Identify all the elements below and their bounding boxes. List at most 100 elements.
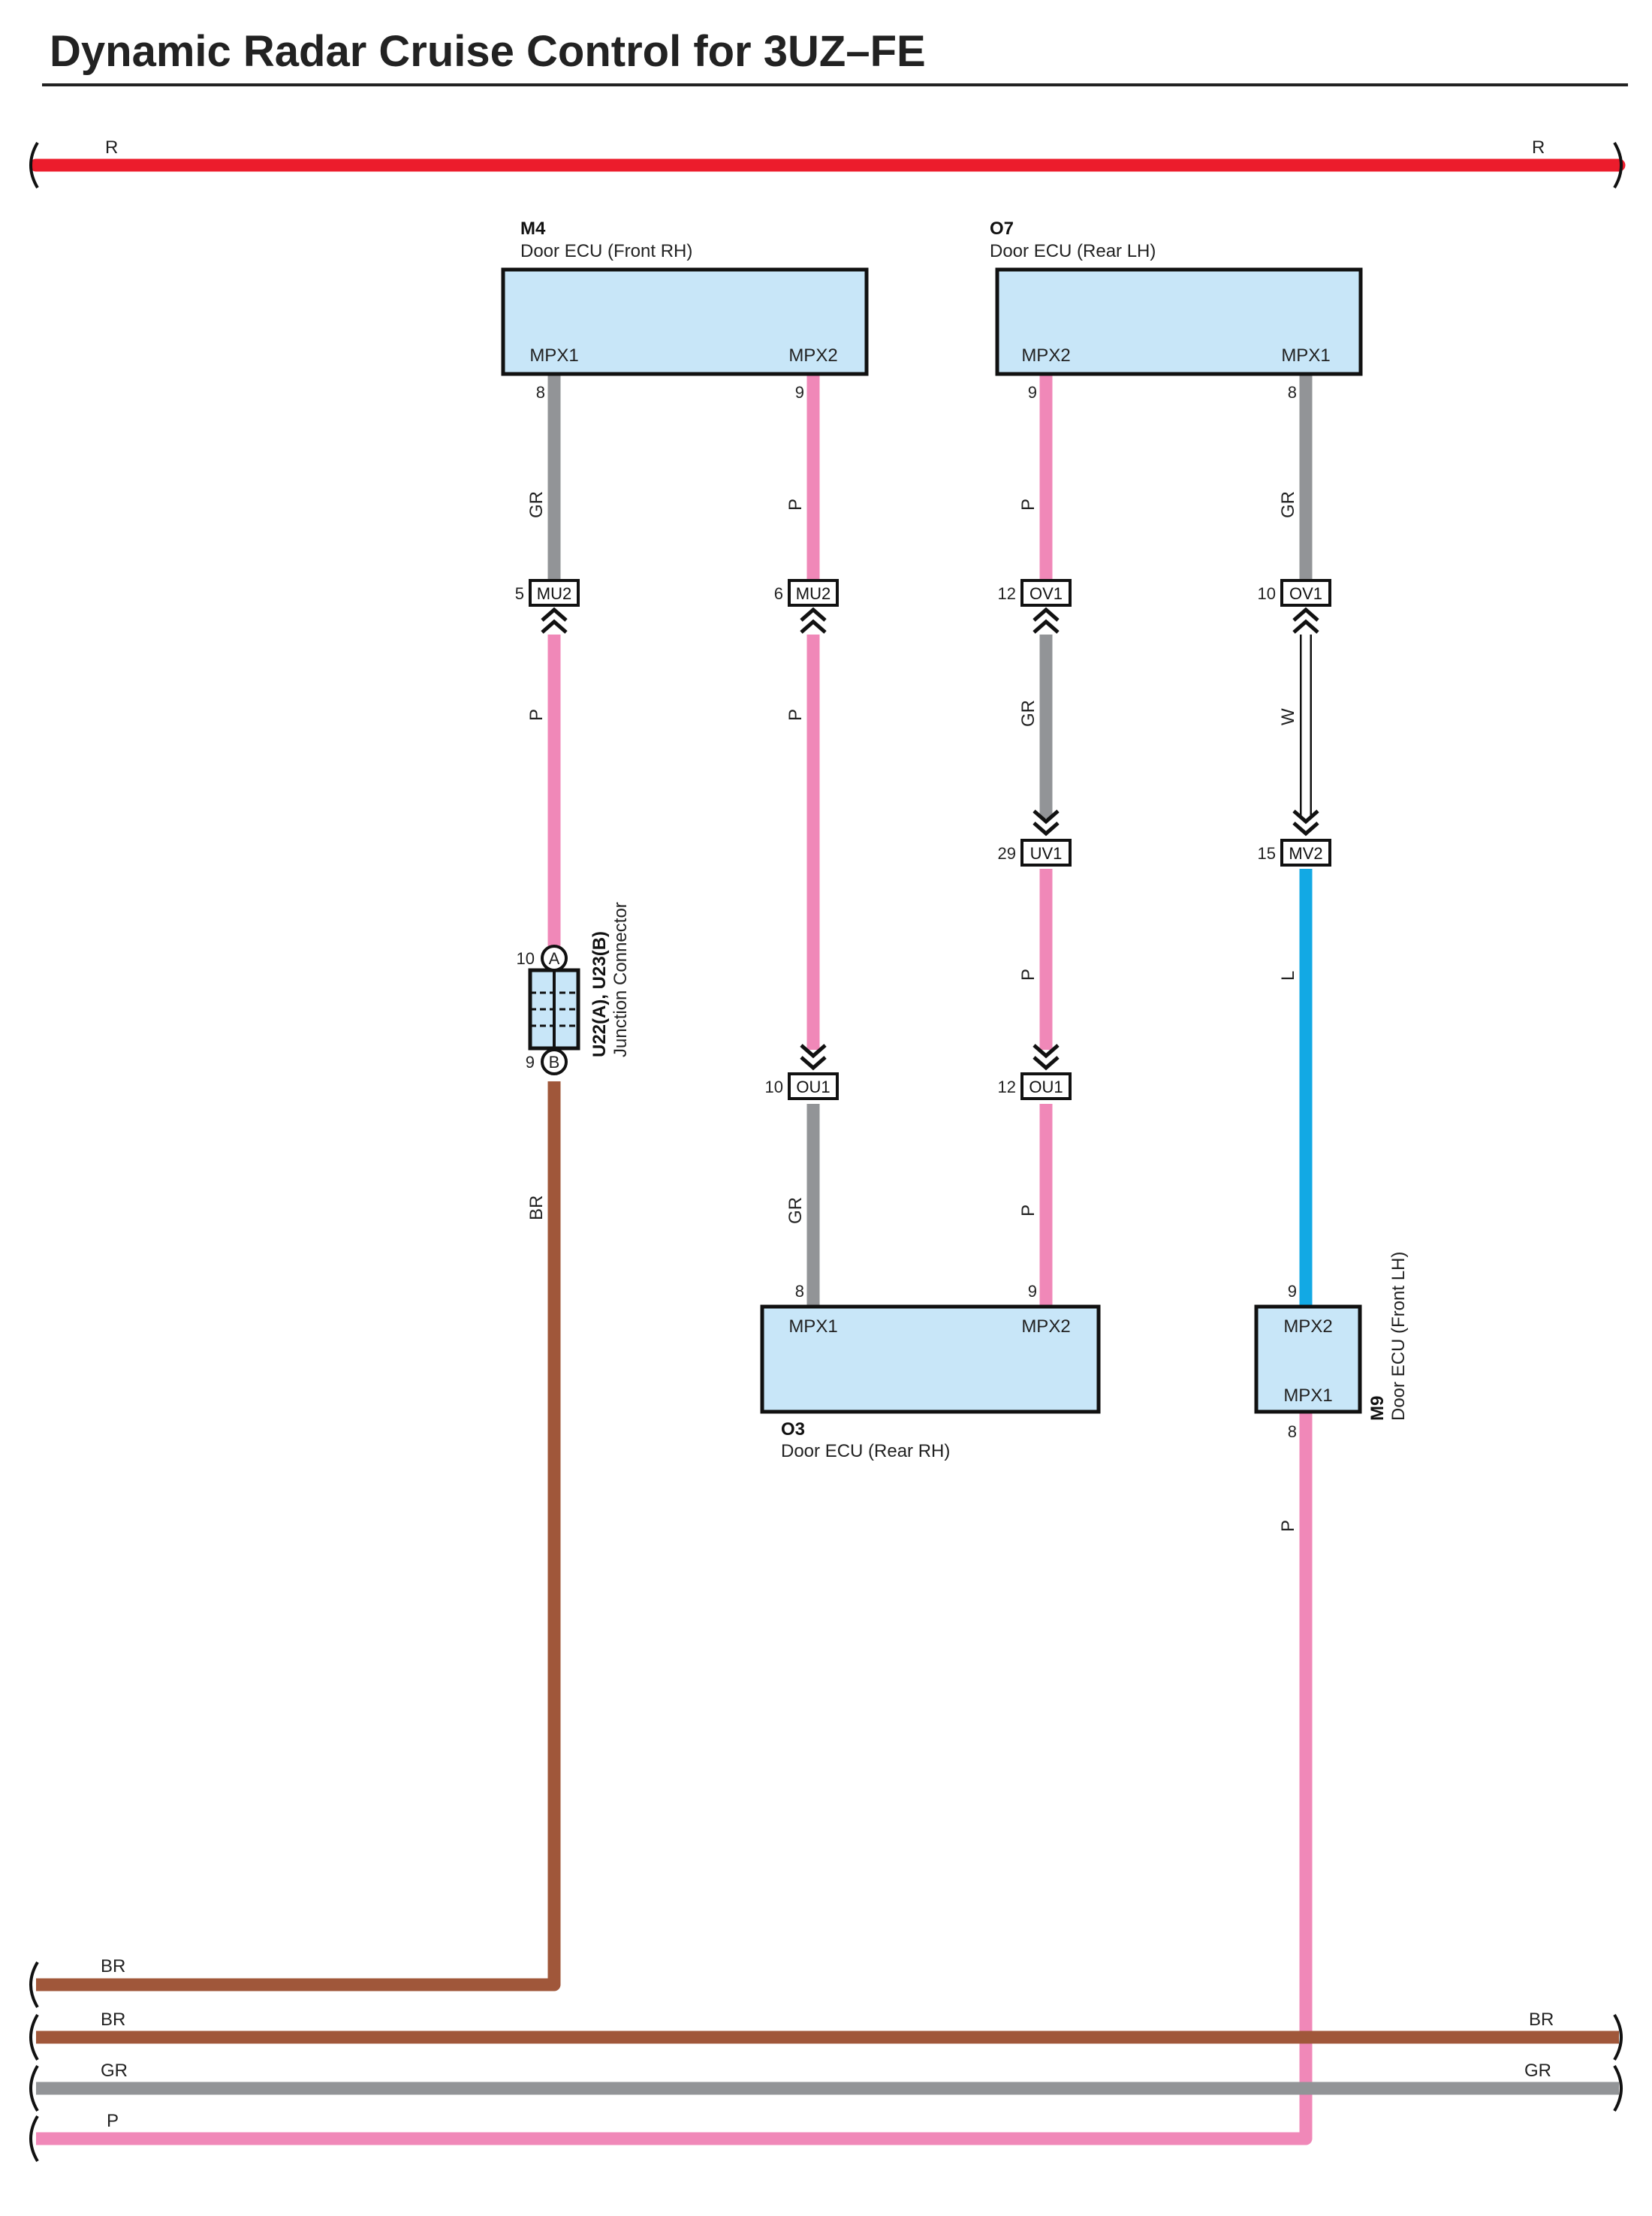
- wire-label-c1-bot: BR: [526, 1195, 547, 1220]
- ecu-o7-pin-left: MPX2: [1021, 345, 1070, 366]
- wire-label-c2-bot: GR: [785, 1197, 806, 1224]
- ecu-m4-pin-right: MPX2: [788, 345, 837, 366]
- connector-mv2-pin: 15: [1258, 844, 1276, 863]
- chevron-up-icon: [1032, 607, 1060, 634]
- connector-mu2-b-name: MU2: [796, 584, 831, 603]
- ecu-m4-code: M4: [520, 219, 546, 239]
- connector-ov1-a-name: OV1: [1029, 584, 1063, 603]
- connector-mv2: MV2 15: [1258, 810, 1331, 867]
- junction-code: U22(A), U23(B): [589, 931, 610, 1057]
- ecu-m4-box: [501, 267, 869, 376]
- ecu-m9-pin-top-no: 9: [1288, 1282, 1297, 1301]
- connector-ou1-a-pin: 10: [765, 1078, 783, 1096]
- bus-bracket-left-br1: [29, 1961, 39, 2009]
- connector-ou1-b-pin: 12: [998, 1078, 1016, 1096]
- wire-label-c2-top: P: [785, 499, 806, 511]
- ecu-m4-pin-left: MPX1: [529, 345, 578, 366]
- ecu-m4: M4 Door ECU (Front RH) MPX1 MPX2 8 9: [501, 219, 869, 402]
- wire-label-c4-bot: P: [1278, 1520, 1298, 1532]
- connector-uv1-pin: 29: [998, 844, 1016, 863]
- ecu-o7-code: O7: [990, 219, 1014, 239]
- ecu-o7-pin-right: MPX1: [1281, 345, 1330, 366]
- junction-pin-a: A: [549, 949, 560, 968]
- bus-bracket-right-br2: [1613, 2013, 1623, 2061]
- bus-label-br1-left: BR: [101, 1956, 125, 1976]
- ecu-o7: O7 Door ECU (Rear LH) MPX2 MPX1 9 8: [990, 219, 1363, 402]
- bus-bracket-left-r: [29, 141, 39, 189]
- connector-mu2-a-name: MU2: [537, 584, 571, 603]
- junction-name: Junction Connector: [610, 902, 631, 1057]
- wire-label-c4-low: L: [1278, 971, 1298, 981]
- ecu-m9-pin-bottom: MPX1: [1283, 1385, 1332, 1406]
- connector-mu2-a: MU2 5: [515, 579, 580, 634]
- connector-uv1-box: [1020, 839, 1072, 867]
- connector-ou1-b-box: [1020, 1072, 1072, 1100]
- ecu-o7-pin-right-no: 8: [1288, 383, 1297, 402]
- bus-label-gr-right: GR: [1524, 2061, 1551, 2081]
- wire-label-c1-top: GR: [526, 491, 547, 518]
- bus-bracket-right-r: [1613, 141, 1623, 189]
- ecu-o7-pin-left-no: 9: [1028, 383, 1037, 402]
- bus-bracket-left-p: [29, 2115, 39, 2163]
- junction-pin-a-circle: [541, 945, 568, 972]
- junction-pin-a-no: 10: [517, 949, 535, 968]
- connector-mu2-b-pin: 6: [774, 584, 783, 603]
- chevron-up-icon: [541, 607, 568, 634]
- ecu-o3: MPX1 MPX2 8 9 O3 Door ECU (Rear RH): [760, 1282, 1101, 1461]
- connector-mv2-box: [1280, 839, 1331, 867]
- connector-ov1-a-box: [1020, 579, 1072, 607]
- connector-mu2-a-pin: 5: [515, 584, 524, 603]
- ecu-o3-code: O3: [781, 1419, 805, 1440]
- connector-ou1-a: OU1 10: [765, 1044, 839, 1100]
- junction-pin-b: B: [549, 1053, 560, 1072]
- connector-ou1-b: OU1 12: [998, 1044, 1072, 1100]
- connector-ou1-b-name: OU1: [1029, 1078, 1063, 1096]
- wire-c1-br: [36, 1081, 561, 1991]
- wire-label-c4-mid: W: [1278, 708, 1298, 725]
- bus-label-br2-right: BR: [1529, 2009, 1554, 2030]
- ecu-m4-name: Door ECU (Front RH): [520, 241, 692, 261]
- wire-label-c1-mid: P: [526, 709, 547, 721]
- ecu-o3-name: Door ECU (Rear RH): [781, 1441, 950, 1461]
- connector-uv1-name: UV1: [1030, 844, 1063, 863]
- bus-label-gr-left: GR: [101, 2061, 128, 2081]
- wire-label-c4-top: GR: [1278, 491, 1298, 518]
- connector-ov1-b-pin: 10: [1258, 584, 1276, 603]
- connector-mu2-b-box: [788, 579, 839, 607]
- ecu-o3-pin-left: MPX1: [788, 1316, 837, 1337]
- connector-ov1-a: OV1 12: [998, 579, 1072, 634]
- bus-label-r-left: R: [105, 137, 118, 158]
- junction-pin-b-no: 9: [526, 1053, 535, 1072]
- ecu-m9: MPX2 MPX1 9 8 M9 Door ECU (Front LH): [1254, 1252, 1409, 1441]
- connector-ou1-a-name: OU1: [796, 1078, 830, 1096]
- ecu-m9-pin-bottom-no: 8: [1288, 1422, 1297, 1441]
- connector-ov1-b-box: [1280, 579, 1331, 607]
- ecu-o7-name: Door ECU (Rear LH): [990, 241, 1156, 261]
- chevron-down-icon: [1032, 810, 1060, 837]
- bus-bracket-left-br2: [29, 2013, 39, 2061]
- bus-bracket-right-gr: [1613, 2064, 1623, 2112]
- wire-label-c2-mid: P: [785, 709, 806, 721]
- connector-mu2-b: MU2 6: [774, 579, 839, 634]
- chevron-up-icon: [1292, 607, 1319, 634]
- ecu-m9-code: M9: [1367, 1396, 1388, 1421]
- junction-pin-b-circle: [541, 1048, 568, 1075]
- junction-connector: A B 10 9 U22(A), U23(B) Junction Connect…: [517, 902, 631, 1075]
- connector-ov1-b: OV1 10: [1258, 579, 1331, 634]
- connector-mv2-name: MV2: [1289, 844, 1322, 863]
- ecu-o3-pin-right: MPX2: [1021, 1316, 1070, 1337]
- bus-label-p-left: P: [107, 2111, 119, 2131]
- ecu-m4-pin-right-no: 9: [795, 383, 804, 402]
- wire-label-c3-low: P: [1018, 969, 1039, 981]
- ecu-m9-box: [1254, 1304, 1362, 1414]
- ecu-o7-box: [995, 267, 1363, 376]
- bus-bracket-left-gr: [29, 2064, 39, 2112]
- bus-label-br2-left: BR: [101, 2009, 125, 2030]
- chevron-down-icon: [1032, 1044, 1060, 1071]
- wire-label-c3-mid: GR: [1018, 700, 1039, 727]
- ecu-o3-box: [760, 1304, 1101, 1414]
- connector-uv1: UV1 29: [998, 810, 1072, 867]
- page-title: Dynamic Radar Cruise Control for 3UZ–FE: [50, 27, 926, 76]
- chevron-down-icon: [1292, 810, 1319, 837]
- bus-end-brackets: [29, 141, 1623, 2163]
